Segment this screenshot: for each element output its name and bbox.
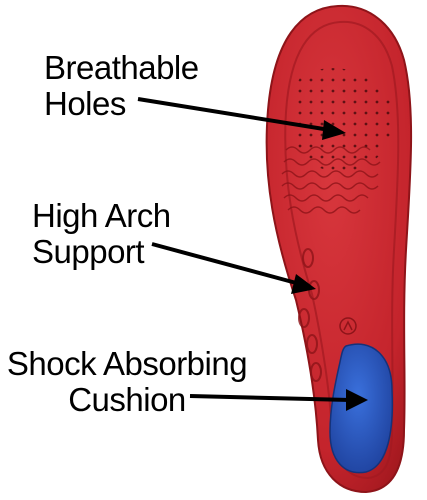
label-arch-line1: High Arch: [32, 197, 171, 234]
label-breathable-line1: Breathable: [44, 49, 199, 86]
shock-cushion: [329, 343, 394, 474]
label-arch-line2: Support: [32, 233, 145, 270]
label-cushion-line2: Cushion: [68, 381, 186, 418]
arrow-cushion: [189, 389, 368, 411]
breathable-holes-area: [291, 68, 393, 172]
size-logo-icon: [339, 317, 357, 335]
arrow-arch: [151, 242, 316, 294]
label-cushion-line1: Shock Absorbing: [6, 345, 248, 382]
label-breathable-holes: Breathable Holes: [44, 50, 199, 122]
arrow-breathable: [137, 97, 346, 140]
label-breathable-line2: Holes: [44, 85, 126, 122]
texture-waves: [281, 146, 381, 214]
label-high-arch-support: High Arch Support: [32, 198, 171, 270]
insole-rim: [284, 20, 400, 480]
label-shock-absorbing-cushion: Shock Absorbing Cushion: [4, 346, 250, 418]
